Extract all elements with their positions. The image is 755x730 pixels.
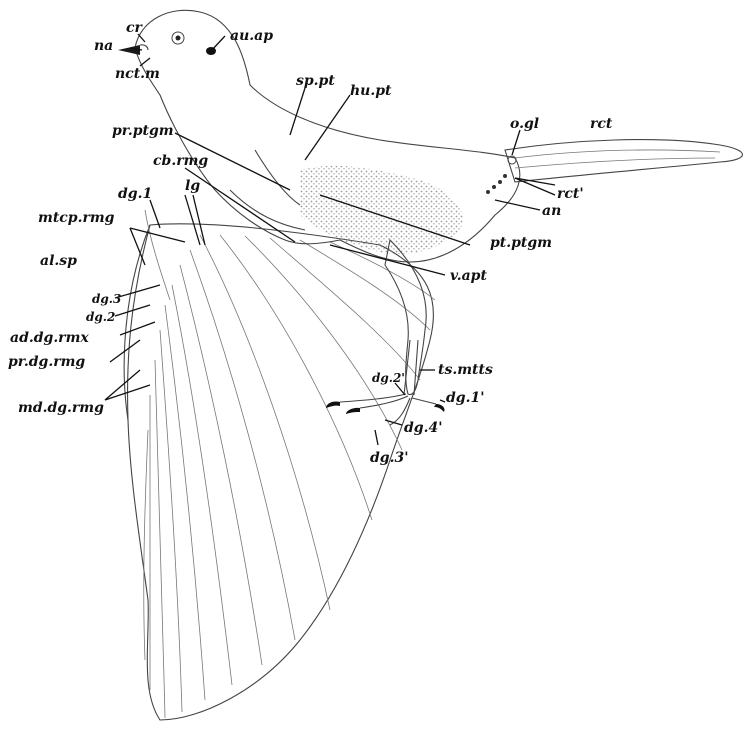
label-hu-pt: hu.pt xyxy=(350,83,392,99)
label-sp-pt: sp.pt xyxy=(296,73,335,89)
label-dg2-prime: dg.2' xyxy=(372,371,405,385)
label-an: an xyxy=(542,203,561,219)
label-ts-mtts: ts.mtts xyxy=(438,362,493,378)
label-v-apt: v.apt xyxy=(450,268,487,284)
label-md-dg-rmg: md.dg.rmg xyxy=(18,400,104,416)
label-dg1: dg.1 xyxy=(118,186,152,202)
label-pt-ptgm: pt.ptgm xyxy=(490,235,552,251)
label-au-ap: au.ap xyxy=(230,28,273,44)
label-al-sp: al.sp xyxy=(40,253,77,269)
label-rct: rct xyxy=(590,116,613,132)
label-cr: cr xyxy=(126,20,144,36)
label-na: na xyxy=(94,38,113,54)
label-dg4-prime: dg.4' xyxy=(404,420,442,436)
label-rct-prime: rct' xyxy=(557,186,584,202)
tail-illustration xyxy=(486,140,743,194)
label-mtcp-rmg: mtcp.rmg xyxy=(38,210,115,226)
label-pr-dg-rmg: pr.dg.rmg xyxy=(8,354,85,370)
labels: cr na nct.m au.ap sp.pt hu.pt pr.ptgm o.… xyxy=(8,20,613,466)
label-dg3: dg.3 xyxy=(92,292,121,306)
label-dg3-prime: dg.3' xyxy=(370,450,408,466)
label-cb-rmg: cb.rmg xyxy=(153,153,208,169)
label-o-gl: o.gl xyxy=(510,116,539,132)
leg-illustration xyxy=(326,240,445,425)
leader-lines xyxy=(105,34,555,445)
label-lg: lg xyxy=(185,178,200,194)
label-nct-m: nct.m xyxy=(115,66,160,82)
label-dg1-prime: dg.1' xyxy=(446,390,484,406)
label-ad-dg-rmx: ad.dg.rmx xyxy=(10,330,89,346)
label-pr-ptgm: pr.ptgm xyxy=(112,123,174,139)
label-dg2: dg.2 xyxy=(86,310,115,324)
